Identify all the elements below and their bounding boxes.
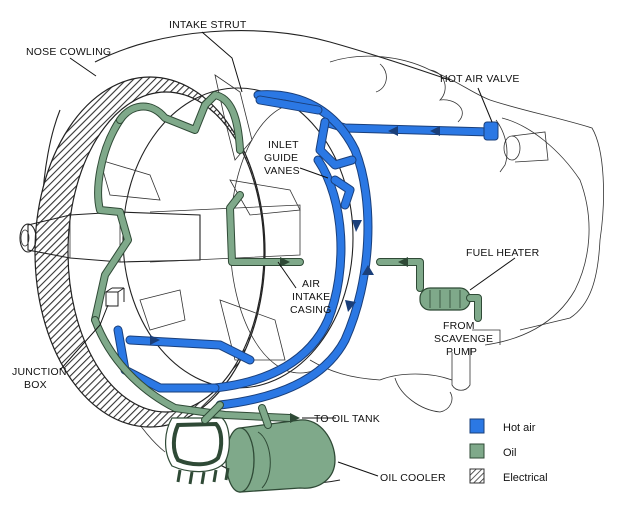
oil-cooler-fins — [176, 467, 230, 485]
label-air-intake-casing-line-2: INTAKE — [292, 291, 330, 303]
label-from-scavenge-pump-line-2: SCAVENGE — [434, 333, 493, 345]
legend: Hot air Oil Electrical — [469, 418, 548, 484]
hot-air-pipes — [113, 90, 499, 410]
label-inlet-guide-vanes-line-2: GUIDE — [264, 152, 298, 164]
junction-box — [105, 287, 125, 307]
label-junction-box-line-2: BOX — [24, 379, 47, 391]
oil-pipes — [91, 91, 482, 429]
label-nose-cowling: NOSE COWLING — [26, 46, 111, 58]
oil-cooler — [165, 417, 336, 493]
legend-swatch-hot-air — [469, 418, 485, 434]
labels: INTAKE STRUT NOSE COWLING HOT AIR VALVE … — [12, 19, 540, 484]
fuel-heater — [419, 287, 471, 311]
label-intake-strut: INTAKE STRUT — [169, 19, 247, 31]
label-inlet-guide-vanes-line-3: VANES — [264, 165, 300, 177]
label-inlet-guide-vanes-line-1: INLET — [268, 139, 299, 151]
label-from-scavenge-pump-line-1: FROM — [443, 320, 475, 332]
legend-swatch-electrical — [469, 468, 485, 484]
label-from-scavenge-pump-line-3: PUMP — [446, 346, 477, 358]
label-junction-box-line-1: JUNCTION — [12, 366, 67, 378]
legend-label-hot-air: Hot air — [503, 422, 536, 434]
legend-label-oil: Oil — [503, 447, 516, 459]
label-oil-cooler: OIL COOLER — [380, 472, 446, 484]
label-air-intake-casing-line-3: CASING — [290, 304, 331, 316]
label-hot-air-valve: HOT AIR VALVE — [440, 73, 520, 85]
leader-lines — [59, 31, 516, 477]
intake-struts — [99, 74, 301, 361]
legend-swatch-oil — [469, 443, 485, 459]
label-to-oil-tank: TO OIL TANK — [314, 413, 380, 425]
legend-label-electrical: Electrical — [503, 472, 548, 484]
label-air-intake-casing-line-1: AIR — [302, 278, 320, 290]
label-fuel-heater: FUEL HEATER — [466, 247, 540, 259]
